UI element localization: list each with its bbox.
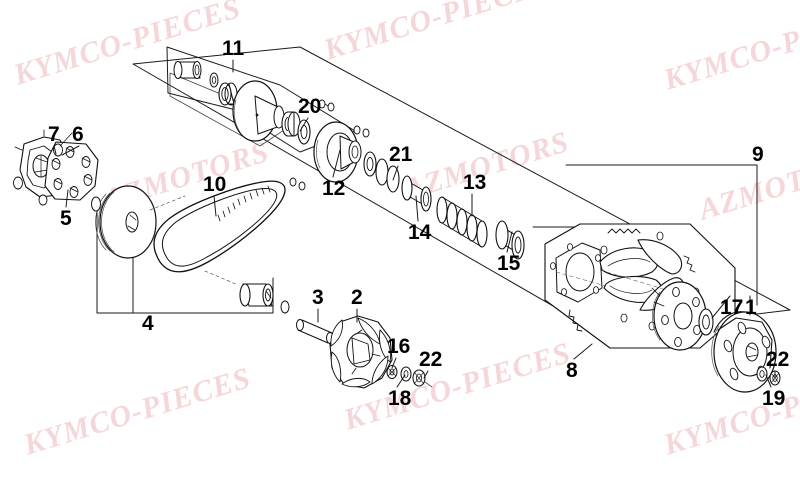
part-number-4: 4 [142,312,154,335]
part-number-16: 16 [387,335,411,358]
group-9-frame [565,164,758,306]
part-number-18: 18 [388,387,412,410]
leader-line-19 [765,374,772,388]
part-number-17: 17 [720,296,744,319]
main-diagonal-band [132,46,791,334]
leader-line-5 [65,189,69,208]
part-5-drive-face [44,141,99,201]
part-15-bushing [495,220,525,260]
part-number-1: 1 [745,296,757,319]
leader-line-10 [213,195,217,217]
leader-line-6 [61,145,80,156]
part-number-13: 13 [463,171,487,194]
part-10-pulley-face [95,185,186,259]
part-2-variator-fan [329,315,393,389]
part-number-20: 20 [298,95,322,118]
part-19-washer [756,366,768,382]
part-number-11: 11 [222,37,245,60]
leader-line-18 [396,374,406,388]
leader-line-layer [53,59,776,388]
leader-line-12 [332,149,341,178]
part-4-oring [280,300,290,314]
leader-line-8 [573,343,593,360]
part-number-7: 7 [48,123,60,146]
part-number-6: 6 [72,123,84,146]
part-11-shaft-parts [173,61,335,145]
part-12-driven-plate [313,121,362,183]
part-number-5: 5 [60,207,72,230]
part-13-ring-stack [436,196,488,248]
leader-line-15 [506,231,513,253]
part-4-collar [239,283,274,307]
part-17-hub-plate [651,281,714,351]
leader-line-16 [391,357,397,369]
part-10-drive-belt [153,180,286,286]
leader-line-21 [392,165,399,181]
group-11-frame [166,46,356,153]
part-14-spacer [401,175,432,212]
part-number-21: 21 [389,143,413,166]
part-16-nut [386,365,398,379]
part-1-clutch-drum [711,311,777,393]
part-number-22: 22 [419,348,443,371]
part-number-15: 15 [497,252,521,275]
leader-line-22 [423,370,429,379]
part-number-12: 12 [322,177,346,200]
leader-line-20 [299,117,309,132]
part-number-22b: 22 [766,348,790,371]
leader-line-14 [415,195,419,222]
part-7-roller-weights [13,143,63,206]
part-number-14: 14 [408,221,432,244]
leader-line-7 [53,145,57,155]
part-22-nut [412,369,433,388]
part-7-small-washer-left [91,196,101,212]
leader-line-17 [711,295,731,319]
part-number-9: 9 [752,143,764,166]
part-9-backing-plate [550,242,621,303]
part-number-8: 8 [566,359,578,382]
part-21-fasteners [289,125,370,191]
part-number-19: 19 [762,387,786,410]
part-number-2: 2 [351,286,363,309]
part-number-3: 3 [312,286,324,309]
part-number-10: 10 [203,173,227,196]
part-3-pin [296,319,334,344]
